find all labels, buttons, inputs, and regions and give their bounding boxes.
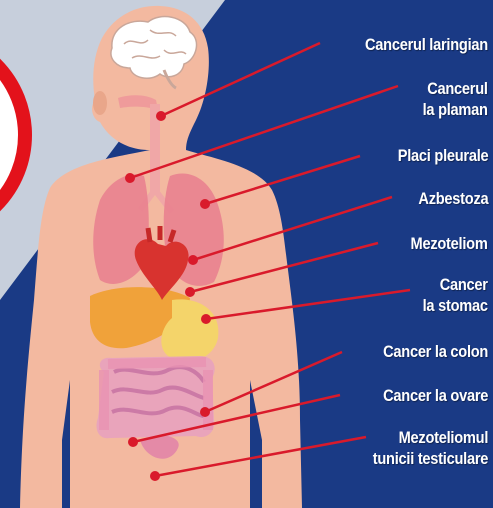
label-mesothelioma: Mezoteliom <box>411 233 488 254</box>
label-line: Cancerul <box>423 78 488 99</box>
label-line: Cancer la colon <box>383 341 488 362</box>
label-asbestosis: Azbestoza <box>418 188 488 209</box>
label-line: la stomac <box>423 295 488 316</box>
label-testicular-mesothelioma: Mezoteliomul tunicii testiculare <box>373 427 488 469</box>
label-line: la plaman <box>423 99 488 120</box>
label-line: tunicii testiculare <box>373 448 488 469</box>
label-line: Cancer <box>423 274 488 295</box>
label-pleural-plaques: Placi pleurale <box>397 145 488 166</box>
intestines <box>97 356 215 438</box>
label-line: Mezoteliom <box>411 233 488 254</box>
label-line: Mezoteliomul <box>373 427 488 448</box>
label-line: Cancer la ovare <box>383 385 488 406</box>
label-stomach-cancer: Cancer la stomac <box>423 274 488 316</box>
label-ovarian-cancer: Cancer la ovare <box>383 385 488 406</box>
label-colon-cancer: Cancer la colon <box>383 341 488 362</box>
label-line: Cancerul laringian <box>365 34 488 55</box>
label-line: Placi pleurale <box>397 145 488 166</box>
label-line: Azbestoza <box>418 188 488 209</box>
label-laryngeal-cancer: Cancerul laringian <box>365 34 488 55</box>
label-lung-cancer: Cancerul la plaman <box>423 78 488 120</box>
